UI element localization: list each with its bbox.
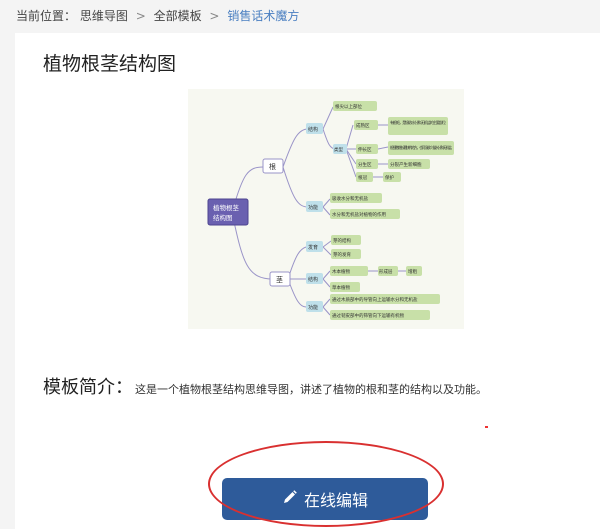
mindmap-root-label: 植物根茎 — [213, 203, 240, 212]
mindmap-root-node — [207, 198, 249, 226]
mindmap-label: 通过木质部中的导管向上运输水分和无机盐 — [332, 296, 418, 303]
pencil-icon — [282, 489, 298, 509]
mindmap-label: 吸收水分和无机盐 — [332, 195, 368, 202]
mindmap-label: 结构 — [308, 276, 318, 283]
mindmap-node-stem — [269, 271, 291, 287]
mindmap-label: 发育 — [308, 244, 318, 251]
mindmap-preview[interactable]: 植物根茎 结构图 根 茎 结构 根尖以上部位 类型 成熟区 有根毛，是吸收水分和… — [188, 89, 464, 329]
mindmap-label: 芽的发育 — [333, 251, 351, 258]
mindmap-label: 形成层 — [379, 268, 393, 275]
mindmap-svg: 植物根茎 结构图 根 茎 结构 根尖以上部位 类型 成熟区 有根毛，是吸收水分和… — [207, 101, 454, 320]
edit-online-button[interactable]: 在线编辑 — [222, 478, 428, 520]
mindmap-label: 根冠 — [358, 174, 367, 181]
mindmap-root-label-2: 结构图 — [213, 213, 233, 222]
mindmap-label: 有根毛，是吸收水分和无机盐的主要部位 — [390, 119, 446, 125]
mindmap-label: 分裂产生新细胞 — [390, 161, 422, 168]
mindmap-label: 草本植物 — [332, 284, 350, 291]
mindmap-label: 通过韧皮部中的筛管向下运输有机物 — [332, 312, 404, 319]
mindmap-label: 结构 — [308, 126, 318, 133]
mindmap-label: 分生区 — [358, 161, 372, 168]
mindmap-node-root — [262, 158, 284, 174]
breadcrumb-separator: > — [209, 9, 220, 23]
breadcrumb-separator: > — [135, 9, 146, 23]
mindmap-label: 功能 — [308, 304, 318, 311]
mindmap-label: 增粗 — [408, 268, 417, 275]
mindmap-label: 根尖以上部位 — [335, 103, 362, 110]
breadcrumb-link-all-templates[interactable]: 全部模板 — [153, 9, 202, 23]
mindmap-label: 水分和无机盐对植物的作用 — [332, 211, 386, 218]
page-title: 植物根茎结构图 — [43, 53, 177, 75]
mindmap-label: 芽的结构 — [333, 237, 351, 244]
mindmap-label: 保护 — [385, 174, 394, 181]
intro-label: 模板简介： — [43, 377, 133, 398]
mindmap-label: 功能 — [308, 204, 318, 211]
intro-text: 这是一个植物根茎结构思维导图，讲述了植物的根和茎的结构以及功能。 — [135, 383, 487, 396]
breadcrumb-prefix: 当前位置： — [16, 9, 77, 23]
mindmap-label: 根细胞增长最快的地方，也可吸收少量水分和无机盐 — [390, 145, 452, 150]
breadcrumb-link-current[interactable]: 销售话术魔方 — [227, 9, 300, 23]
mindmap-label: 木本植物 — [332, 268, 350, 275]
edit-online-label: 在线编辑 — [303, 491, 368, 510]
red-mark — [485, 426, 488, 428]
template-intro: 模板简介：这是一个植物根茎结构思维导图，讲述了植物的根和茎的结构以及功能。 — [43, 373, 583, 399]
template-card: 植物根茎结构图 — [15, 33, 600, 529]
mindmap-node-root-label: 根 — [269, 162, 276, 171]
mindmap-label: 伸长区 — [358, 146, 372, 153]
mindmap-node-stem-label: 茎 — [276, 275, 283, 284]
breadcrumb: 当前位置： 思维导图 > 全部模板 > 销售话术魔方 — [0, 0, 600, 32]
mindmap-label: 类型 — [334, 146, 343, 153]
mindmap-label: 成熟区 — [356, 122, 370, 129]
breadcrumb-link-mindmap[interactable]: 思维导图 — [79, 9, 128, 23]
